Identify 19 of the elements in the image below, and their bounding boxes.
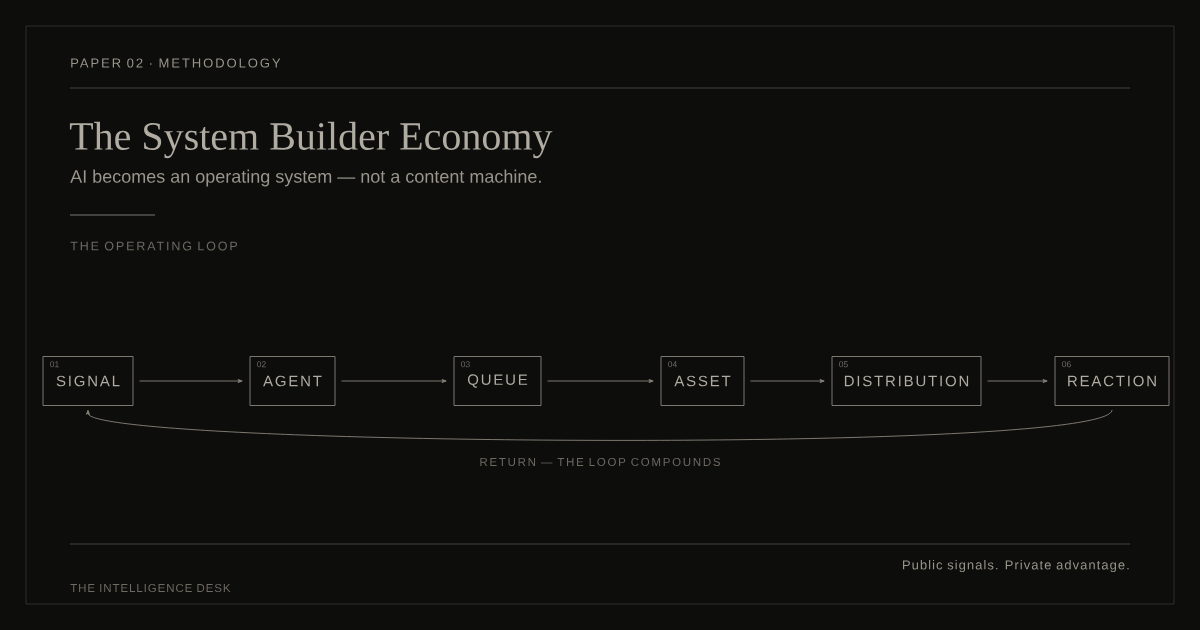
- section-heading: THE OPERATING LOOP: [70, 241, 238, 251]
- step-number: 05: [839, 361, 848, 368]
- arrow: [547, 379, 654, 383]
- step-number: 06: [1062, 361, 1071, 368]
- subtitle: AI becomes an operating system — not a content machine.: [70, 169, 541, 187]
- footer-text: THE INTELLIGENCE DESK: [70, 583, 231, 593]
- step-number: 01: [50, 361, 59, 368]
- title: The System Builder Economy: [69, 121, 553, 159]
- tagline: Public signals. Private advantage.: [903, 559, 1129, 573]
- arrow: [750, 379, 825, 383]
- header-text: PAPER 02 · METHODOLOGY: [71, 58, 281, 68]
- arrow: [341, 379, 447, 383]
- step-number: 03: [461, 361, 470, 368]
- step-number: 02: [257, 361, 266, 368]
- arrow: [987, 379, 1048, 383]
- step-number: 04: [668, 361, 677, 368]
- return-arrow: [86, 409, 1113, 441]
- edge-label: RETURN — THE LOOP COMPOUNDS: [480, 457, 720, 467]
- arrow: [139, 379, 243, 383]
